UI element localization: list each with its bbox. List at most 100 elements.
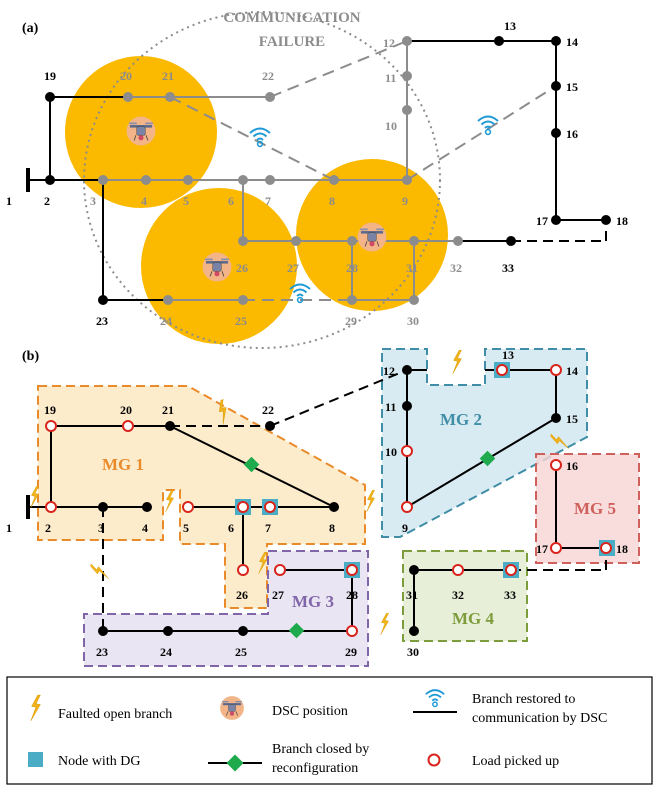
node-label: 28 xyxy=(346,588,358,602)
node-label: 20 xyxy=(120,403,132,417)
node-label: 9 xyxy=(402,194,408,208)
load-circle-icon xyxy=(427,753,441,767)
node-label: 5 xyxy=(183,521,189,535)
node-label: 13 xyxy=(504,19,516,33)
legend-closed-line1: Branch closed by xyxy=(272,742,369,757)
legend-faulted-label: Faulted open branch xyxy=(58,707,172,722)
node-label: 22 xyxy=(262,403,274,417)
node-label: 27 xyxy=(287,261,299,275)
mg1-region xyxy=(37,385,366,609)
legend-restored-line1: Branch restored to xyxy=(472,692,575,707)
dg-square-icon xyxy=(28,752,43,767)
dsc-drone-icon xyxy=(126,116,156,146)
dsc-drone-icon xyxy=(202,252,232,282)
node-label: 23 xyxy=(96,645,108,659)
node-label: 2 xyxy=(44,194,50,208)
panel-a-failed-nodes xyxy=(98,36,463,305)
node-label: 16 xyxy=(566,127,578,141)
node-label: 31 xyxy=(406,588,418,602)
node-label: 8 xyxy=(329,194,335,208)
node-label: 7 xyxy=(265,521,271,535)
node-label: 33 xyxy=(504,588,516,602)
closed-branch-marker xyxy=(243,456,260,473)
fault-bolt-icon xyxy=(380,613,389,635)
node-label: 21 xyxy=(162,403,174,417)
node-label: 9 xyxy=(402,521,408,535)
dsc-drone-icon xyxy=(219,695,245,721)
legend-closed-line2: reconfiguration xyxy=(272,761,358,776)
legend-dsc-label: DSC position xyxy=(272,704,348,719)
node-label: 26 xyxy=(236,261,248,275)
mg3-label: MG 3 xyxy=(292,592,334,611)
fault-bolt-icon xyxy=(165,490,174,512)
node-label: 25 xyxy=(235,314,247,328)
wifi-icon xyxy=(249,127,271,148)
node-label: 30 xyxy=(407,314,419,328)
node-label: 3 xyxy=(90,194,96,208)
node-label: 11 xyxy=(385,71,396,85)
node-label: 26 xyxy=(236,588,248,602)
node-label: 23 xyxy=(96,314,108,328)
mg2-region xyxy=(381,348,588,538)
node-label: 32 xyxy=(452,588,464,602)
failure-title-line2: FAILURE xyxy=(259,34,325,50)
node-label: 21 xyxy=(162,69,174,83)
node-label: 28 xyxy=(346,261,358,275)
panel-b-energized-branches xyxy=(28,369,606,632)
panel-b-load-nodes xyxy=(45,364,612,637)
panel-a-tie-lines-open xyxy=(511,225,607,242)
node-label: 18 xyxy=(616,542,628,556)
legend-restored-line2: communication by DSC xyxy=(472,711,607,726)
mg5-region xyxy=(535,453,640,564)
panel-a: (a) COMMUNICATION FAILURE xyxy=(6,10,628,349)
mg5-label: MG 5 xyxy=(574,499,616,518)
node-label: 19 xyxy=(44,69,56,83)
node-label: 10 xyxy=(385,445,397,459)
node-label: 12 xyxy=(383,36,395,50)
node-label: 11 xyxy=(385,400,396,414)
mg4-label: MG 4 xyxy=(452,609,495,628)
mg4-region xyxy=(402,550,528,642)
closed-branch-icon xyxy=(226,754,244,772)
node-label: 18 xyxy=(616,214,628,228)
legend-dg-label: Node with DG xyxy=(58,754,140,769)
legend: Faulted open branch DSC position Branch … xyxy=(6,676,653,785)
panel-b-node-labels: 1 2 3 4 5 6 7 8 9 10 11 12 13 14 15 16 1… xyxy=(6,348,628,659)
node-label: 22 xyxy=(262,69,274,83)
panel-b-plain-nodes xyxy=(98,365,561,636)
node-label: 10 xyxy=(385,119,397,133)
node-label: 14 xyxy=(566,35,578,49)
node-label: 17 xyxy=(536,214,548,228)
node-label: 2 xyxy=(45,521,51,535)
fault-bolt-icon xyxy=(88,563,112,579)
node-label: 14 xyxy=(566,364,578,378)
node-label: 4 xyxy=(141,194,147,208)
panel-a-failed-ties xyxy=(169,40,557,301)
node-label: 13 xyxy=(502,348,514,362)
legend-load-label: Load picked up xyxy=(472,754,559,769)
mg1-label: MG 1 xyxy=(102,455,144,474)
legend-box xyxy=(6,676,653,785)
node-label: 24 xyxy=(160,314,172,328)
node-label: 4 xyxy=(142,521,148,535)
panel-b-label: (b) xyxy=(22,349,39,364)
panel-a-healthy-nodes xyxy=(45,36,611,305)
node-label: 30 xyxy=(407,645,419,659)
node-label: 6 xyxy=(228,194,234,208)
node-label: 12 xyxy=(383,364,395,378)
node-label: 29 xyxy=(345,645,357,659)
node-label: 33 xyxy=(502,261,514,275)
mg2-label: MG 2 xyxy=(440,410,482,429)
node-label: 29 xyxy=(345,314,357,328)
fault-bolt-icon xyxy=(452,350,462,374)
panel-b: (b) MG 1 MG 2 MG 3 MG 4 MG 5 xyxy=(6,348,640,667)
node-label: 15 xyxy=(566,80,578,94)
node-label: 19 xyxy=(44,403,56,417)
node-label: 8 xyxy=(329,521,335,535)
node-label: 1 xyxy=(6,194,12,208)
node-label: 32 xyxy=(450,261,462,275)
communication-failure-boundary xyxy=(83,11,441,349)
panel-a-node-labels: 1 2 3 4 5 6 7 8 9 10 11 12 13 14 15 16 1… xyxy=(6,19,628,328)
node-label: 6 xyxy=(228,521,234,535)
